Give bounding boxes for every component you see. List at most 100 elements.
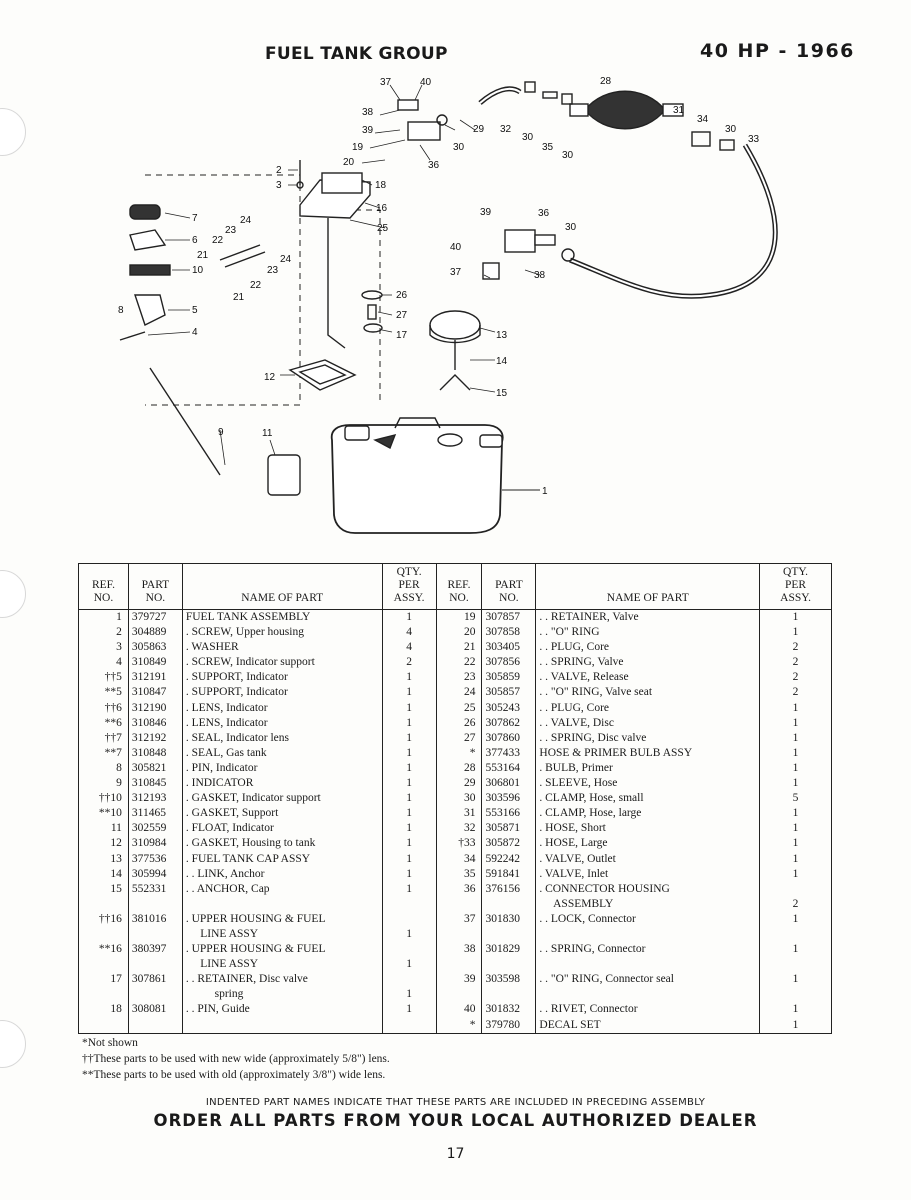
svg-text:16: 16 [376,203,388,214]
cell-ref: 3 [78,640,129,656]
col-qty: QTY. PER ASSY. [759,563,832,610]
cell-part: 305863 [128,640,183,656]
cell-ref: **6 [78,715,129,731]
cell-qty: 1 [759,851,832,867]
cell-part: 312192 [128,730,183,746]
cell-part: 310984 [128,836,183,852]
svg-text:20: 20 [343,157,355,168]
cell-ref: ††10 [78,791,129,807]
svg-text:4: 4 [192,327,198,338]
cell-name: . . SPRING, Disc valve [535,730,761,746]
col-name: NAME OF PART [535,563,761,610]
cell-name: . UPPER HOUSING & FUEL LINE ASSY [182,942,383,973]
cell-ref: 21 [436,640,483,656]
cell-part: 301830 [481,911,537,943]
cell-ref: 29 [436,776,483,792]
cell-ref: * [436,745,483,761]
cell-part: 305872 [481,836,537,852]
cell-name: . SCREW, Upper housing [182,625,383,641]
cell-ref: 20 [436,625,483,641]
svg-text:30: 30 [565,222,577,233]
cell-part: 592242 [481,851,537,867]
cell-part: 310849 [128,655,183,671]
parts-table: REF. NO. PART NO. NAME OF PART QTY. PER … [78,563,832,1034]
footnotes: *Not shown ††These parts to be used with… [82,1035,390,1083]
footnote: ††These parts to be used with new wide (… [82,1053,390,1065]
cell-part: 552331 [128,881,183,912]
cell-name: . VALVE, Outlet [535,851,761,867]
cell-ref: ††16 [78,911,129,943]
cell-ref: 28 [436,760,483,777]
cell-qty: 4 [382,625,437,641]
svg-text:36: 36 [538,208,550,219]
svg-text:31: 31 [673,105,685,116]
cell-ref: 14 [78,866,129,882]
svg-text:36: 36 [428,160,440,171]
cell-qty: 2 [759,685,832,701]
cell-qty: 1 [382,791,437,807]
cell-name: FUEL TANK ASSEMBLY [182,609,383,626]
svg-text:29: 29 [473,124,485,135]
cell-part: 377536 [128,851,183,867]
cell-part: 303405 [481,640,537,656]
model-title: 40 HP - 1966 [700,40,855,62]
cell-part: 307858 [481,625,537,641]
svg-text:15: 15 [496,388,508,399]
cell-ref: ††6 [78,700,129,716]
cell-ref: **16 [78,942,129,973]
cell-qty: 1 [382,881,437,912]
svg-text:23: 23 [225,225,237,236]
svg-text:6: 6 [192,235,198,246]
cell-ref: 23 [436,670,483,686]
svg-text:3: 3 [276,180,282,191]
cell-ref: 8 [78,760,129,777]
cell-qty: 1 [382,821,437,837]
cell-part: 553164 [481,760,537,777]
cell-part: 305243 [481,700,537,716]
cell-ref: **5 [78,685,129,701]
cell-qty: 1 [759,609,832,626]
cell-qty: 1 [759,1017,832,1034]
order-note: ORDER ALL PARTS FROM YOUR LOCAL AUTHORIZ… [153,1111,758,1130]
cell-name [182,1017,383,1034]
cell-name: . GASKET, Indicator support [182,791,383,807]
cell-qty: 1 [382,685,437,701]
svg-text:30: 30 [453,142,465,153]
cell-ref: 30 [436,791,483,807]
table-header-row: REF. NO. PART NO. NAME OF PART QTY. PER … [78,563,832,610]
group-title: FUEL TANK GROUP [265,44,448,64]
binder-hole [0,1020,26,1068]
cell-name: . FLOAT, Indicator [182,821,383,837]
cell-qty: 1 [759,745,832,761]
svg-text:40: 40 [450,242,462,253]
svg-text:13: 13 [496,330,508,341]
cell-ref: 35 [436,866,483,882]
svg-text:40: 40 [420,77,432,88]
cell-qty: 2 [382,655,437,671]
cell-part: 307857 [481,609,537,626]
svg-text:25: 25 [377,223,389,234]
cell-ref: ††7 [78,730,129,746]
col-name: NAME OF PART [182,563,383,610]
svg-text:30: 30 [725,124,737,135]
cell-ref: 12 [78,836,129,852]
cell-part: 310847 [128,685,183,701]
cell-name: . . "O" RING [535,625,761,641]
cell-name: . CLAMP, Hose, small [535,791,761,807]
svg-text:39: 39 [480,207,492,218]
cell-qty: 1 [759,700,832,716]
cell-part: 307861 [128,972,183,1003]
cell-qty: 1 [382,806,437,822]
cell-ref: 2 [78,625,129,641]
cell-qty: 1 [382,670,437,686]
